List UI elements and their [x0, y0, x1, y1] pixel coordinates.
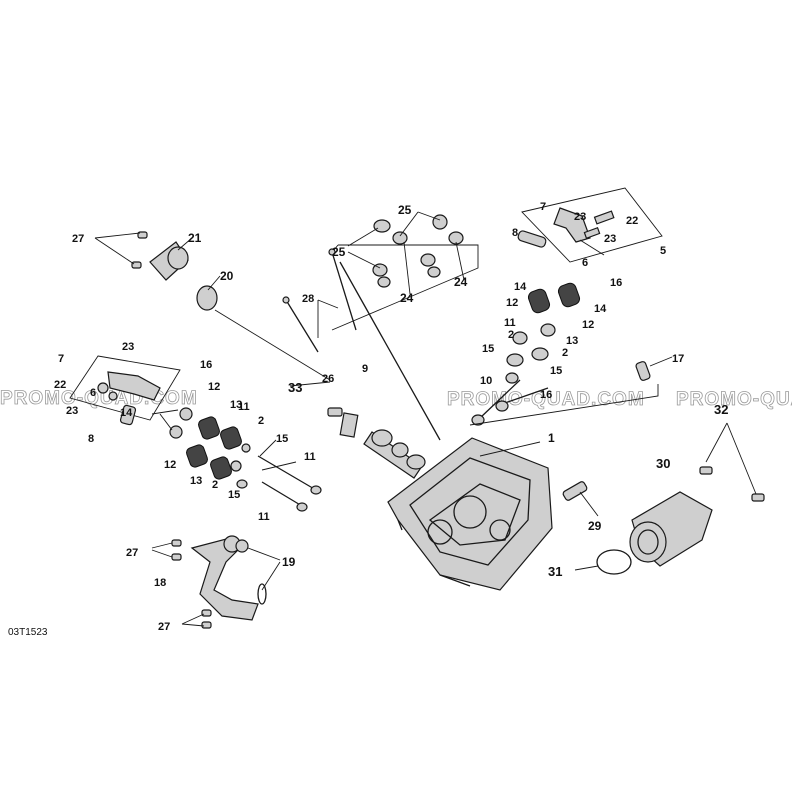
- valve-springs-left: [169, 407, 322, 512]
- callout-30: 30: [656, 456, 670, 471]
- callout-23: 23: [122, 341, 134, 353]
- callout-15: 15: [228, 489, 240, 501]
- callout-13: 13: [190, 475, 202, 487]
- callout-8: 8: [512, 227, 518, 239]
- callout-27: 27: [72, 233, 84, 245]
- callout-22: 22: [626, 215, 638, 227]
- callout-9: 9: [362, 363, 368, 375]
- thermostat-housing: [131, 231, 331, 381]
- valve-springs-right: [469, 282, 659, 426]
- callout-10: 10: [480, 375, 492, 387]
- callout-33: 33: [288, 380, 302, 395]
- callout-2: 2: [212, 479, 218, 491]
- callout-6: 6: [582, 257, 588, 269]
- callout-1: 1: [548, 431, 555, 445]
- callout-14: 14: [514, 281, 527, 293]
- leader-lines: [94, 211, 673, 627]
- callout-18: 18: [154, 577, 166, 589]
- callout-16: 16: [200, 359, 212, 371]
- spark-plug: [562, 481, 588, 501]
- callout-15: 15: [276, 433, 288, 445]
- callout-12: 12: [582, 319, 594, 331]
- camshaft: [363, 429, 426, 479]
- callout-27: 27: [126, 547, 138, 559]
- callout-11: 11: [304, 451, 316, 463]
- callout-25: 25: [332, 245, 346, 259]
- callout-2: 2: [258, 415, 264, 427]
- oil-feed-rod: [339, 261, 441, 441]
- callout-27: 27: [158, 621, 170, 633]
- callout-25: 25: [398, 203, 412, 217]
- temperature-sensor: [635, 361, 651, 381]
- callout-13: 13: [230, 399, 242, 411]
- callout-14: 14: [120, 407, 133, 419]
- valve-spring-stack-upper: [329, 214, 479, 331]
- callout-28: 28: [302, 293, 314, 305]
- cylinder-head: [387, 437, 553, 591]
- callout-19: 19: [282, 555, 296, 569]
- callout-22: 22: [54, 379, 66, 391]
- callout-23: 23: [604, 233, 616, 245]
- callout-24: 24: [454, 275, 468, 289]
- callout-5: 5: [660, 245, 666, 257]
- callout-16: 16: [610, 277, 622, 289]
- callout-12: 12: [506, 297, 518, 309]
- rocker-assembly-box: [517, 187, 663, 263]
- callout-17: 17: [672, 353, 684, 365]
- callout-11: 11: [238, 401, 250, 413]
- callout-2: 2: [562, 347, 568, 359]
- rocker-assembly-box-left: [69, 355, 181, 426]
- callout-8: 8: [88, 433, 94, 445]
- callout-24: 24: [400, 291, 414, 305]
- callout-23: 23: [574, 211, 586, 223]
- watermark-right: PROMO-QUA: [676, 389, 792, 410]
- callout-21: 21: [188, 231, 202, 245]
- water-pipe: [171, 535, 267, 629]
- callout-7: 7: [58, 353, 64, 365]
- callout-20: 20: [220, 269, 234, 283]
- push-rods: [282, 248, 357, 353]
- callout-14: 14: [594, 303, 607, 315]
- callout-29: 29: [588, 519, 602, 533]
- callout-16: 16: [540, 389, 552, 401]
- reference-code: 03T1523: [8, 627, 48, 638]
- callout-7: 7: [540, 201, 546, 213]
- intake-manifold: [596, 422, 765, 575]
- callout-2: 2: [508, 329, 514, 341]
- callout-15: 15: [482, 343, 494, 355]
- callout-labels: 1 2 2 2 2 5 6 6 7 7 8 8 9 10 11 11 11 11…: [54, 201, 728, 633]
- callout-6: 6: [90, 387, 96, 399]
- callout-15: 15: [550, 365, 562, 377]
- callout-31: 31: [548, 564, 562, 579]
- callout-13: 13: [566, 335, 578, 347]
- callout-23: 23: [66, 405, 78, 417]
- callout-12: 12: [164, 459, 176, 471]
- callout-26: 26: [322, 373, 334, 385]
- callout-32: 32: [714, 402, 728, 417]
- callout-11: 11: [258, 511, 270, 523]
- callout-11: 11: [504, 317, 516, 329]
- small-bracket: [327, 407, 359, 438]
- callout-12: 12: [208, 381, 220, 393]
